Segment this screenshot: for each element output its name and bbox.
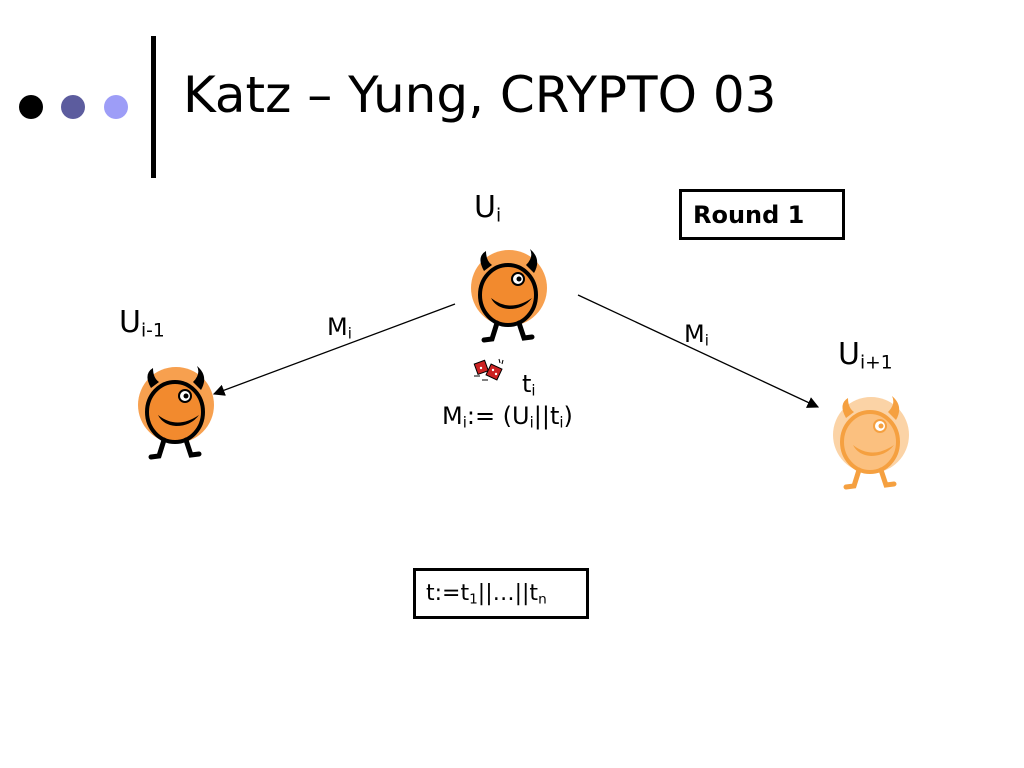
label-user-left: Ui-1 [119, 305, 165, 342]
round-box: Round 1 [679, 189, 845, 240]
formula-text: t:=t1||…||tn [426, 581, 547, 608]
title-divider [151, 36, 156, 178]
arrow-to-right-user [577, 294, 820, 408]
character-right-icon [833, 396, 909, 490]
label-user-right: Ui+1 [838, 337, 893, 374]
label-token: ti [522, 370, 536, 400]
slide-title: Katz – Yung, CRYPTO 03 [183, 66, 777, 124]
message-definition: Mi:= (Ui||ti) [442, 402, 573, 432]
bullet-dot-2 [61, 95, 85, 119]
label-user-center: Ui [474, 190, 502, 227]
bullet-dot-1 [19, 95, 43, 119]
dice-icon [473, 358, 504, 381]
formula-box: t:=t1||…||tn [413, 568, 589, 619]
character-center-icon [471, 249, 547, 343]
arrow-to-left-user [212, 303, 456, 396]
character-left-icon [138, 366, 214, 460]
label-message-left: Mi [327, 313, 352, 343]
bullet-dot-3 [104, 95, 128, 119]
label-message-right: Mi [684, 320, 709, 350]
round-label: Round 1 [693, 201, 805, 229]
